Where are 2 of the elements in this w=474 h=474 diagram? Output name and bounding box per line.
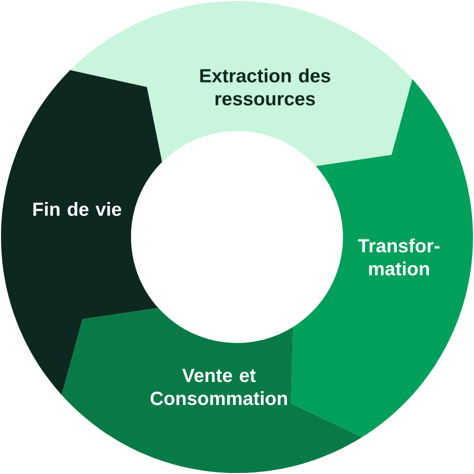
ring-segment: Extraction des ressources: [70, 1, 412, 166]
ring-segment: Vente et Consommation: [62, 308, 362, 473]
